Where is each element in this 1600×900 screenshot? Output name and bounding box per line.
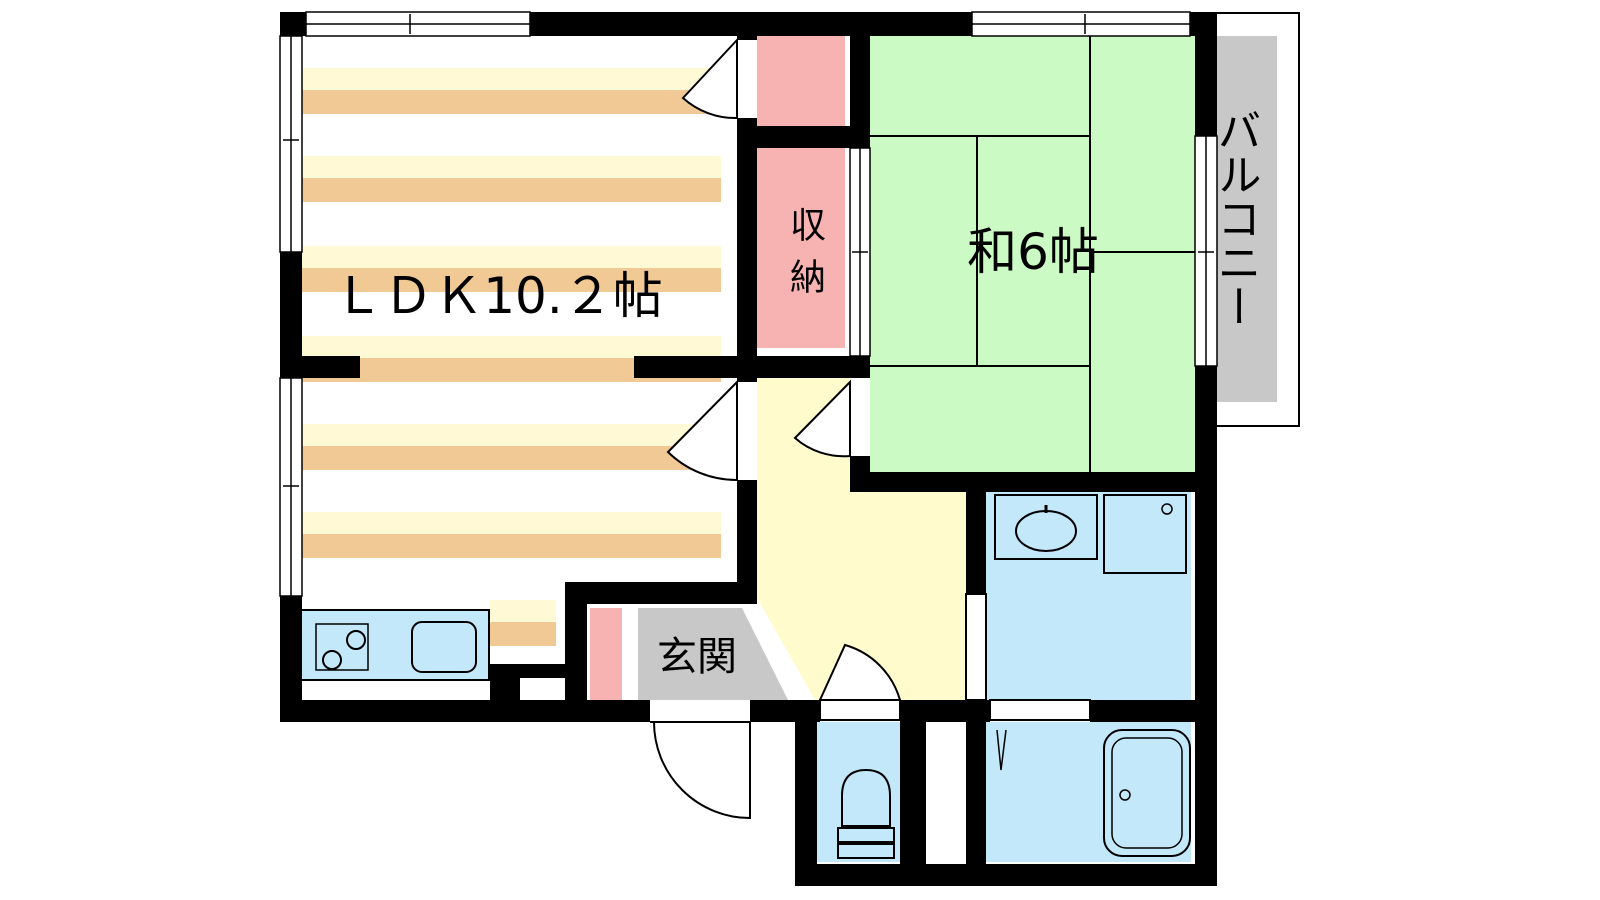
door-ldk-hall: [666, 379, 738, 482]
ldk-label: ＬＤＫ10.２帖: [333, 267, 663, 325]
stove-icon: [315, 623, 369, 671]
storage-room: 収 納: [757, 148, 845, 348]
walls: [280, 12, 1217, 886]
toilet-icon: [837, 768, 895, 859]
balcony-label: バルコニー: [1210, 108, 1261, 328]
closet-top: [757, 34, 845, 126]
door-washroom-side: [965, 593, 987, 701]
washitsu-room: 和6帖: [870, 34, 1197, 472]
window-left-upper: [279, 35, 303, 253]
sink-icon: [411, 621, 477, 673]
door-washitsu-hall: [793, 379, 851, 458]
door-washroom-bath: [989, 699, 1091, 721]
tatami-lines: [870, 34, 1197, 472]
shoe-cabinet: [590, 608, 622, 700]
bathtub-icon: [1103, 729, 1191, 857]
storage-label-line2: 納: [790, 258, 826, 299]
washing-machine-space: [1103, 494, 1187, 574]
door-toilet-frame: [819, 699, 901, 721]
window-top-ldk: [305, 11, 531, 37]
storage-sliding-door: [849, 147, 871, 357]
storage-label-line1: 収: [790, 206, 826, 247]
door-entrance: [650, 721, 751, 820]
ldk-room: ＬＤＫ10.２帖: [293, 34, 723, 668]
wash-basin: [994, 494, 1098, 560]
window-left-lower: [279, 377, 303, 597]
door-toilet: [818, 643, 902, 701]
washroom: [986, 490, 1191, 700]
ldk-floor-stripes: [296, 68, 721, 646]
kitchen-counter: [295, 609, 490, 681]
doors: [650, 37, 1091, 820]
bathroom: [986, 722, 1191, 862]
toilet-room: [816, 722, 906, 862]
entrance-label: 玄関: [657, 634, 737, 680]
shower-icon: [996, 729, 1007, 771]
washitsu-label: 和6帖: [967, 223, 1099, 281]
door-ldk-closet: [681, 37, 738, 120]
window-right-washitsu: [1194, 135, 1218, 367]
window-top-washitsu: [971, 11, 1191, 37]
windows: [279, 11, 1218, 597]
entrance: 玄関: [590, 608, 788, 700]
hallway: [757, 378, 966, 700]
